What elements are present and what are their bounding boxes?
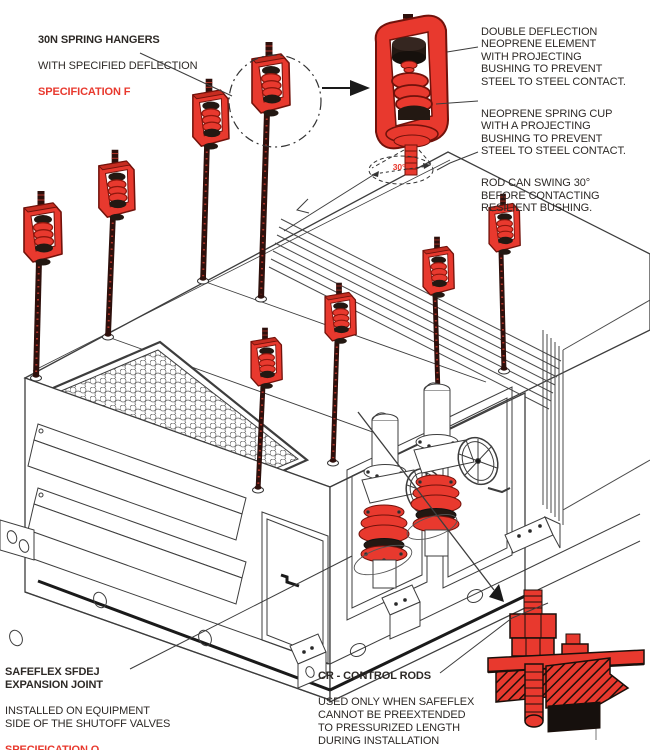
hanger-detail-callout [228,14,450,185]
callout-arrow [350,80,370,96]
spring-hanger [251,41,291,118]
shutoff-valve-right [410,382,511,557]
leader-spring-hangers [139,52,233,97]
note-double-deflection: DOUBLE DEFLECTION NEOPRENE ELEMENT WITH … [481,25,626,88]
spring-hanger-assembly [488,193,521,375]
spring-hanger-assembly [250,327,283,494]
mounting-bracket [289,633,327,689]
label-control-rods: CR - CONTROL RODS USED ONLY WHEN SAFEFLE… [318,657,474,750]
leader-expansion-joint [129,555,353,670]
detail-circle [228,54,322,148]
leader-control-rods [439,602,549,674]
spring-hanger-assembly [98,148,136,341]
expansion-joint-right [410,474,462,533]
louver-blade [27,423,247,541]
arrow-to-control-rod [357,411,495,591]
door-handle [280,573,300,588]
arrowhead [489,584,504,602]
spring-hanger-assembly [324,282,357,467]
control-rod-detail [487,589,645,740]
mounting-bracket [381,584,421,640]
expansion-joint-body: INSTALLED ON EQUIPMENT SIDE OF THE SHUTO… [5,705,171,730]
spring-hanger [98,148,136,222]
spring-hanger-assembly [251,41,291,303]
spring-hangers-spec: SPECIFICATION F [38,86,131,98]
leader-swing-arrowhead [296,198,310,214]
expansion-joint-left [358,504,410,563]
spring-hanger [192,77,230,151]
spring-hangers [23,41,521,494]
note-spring-cup: NEOPRENE SPRING CUP WITH A PROJECTING BU… [481,107,626,158]
leader-note-3 [436,151,479,171]
note-rod-swing: ROD CAN SWING 30° BEFORE CONTACTING RESI… [481,177,600,214]
detail-notes: DOUBLE DEFLECTION NEOPRENE ELEMENT WITH … [481,13,649,234]
hanger-rod [498,250,507,372]
hanger-rod [258,111,270,300]
base-rail [0,513,641,701]
valve-handwheel [457,436,511,494]
swing-angle-label: 30° [392,162,406,172]
spring-hangers-subtitle: WITH SPECIFIED DEFLECTION [38,60,198,72]
spring-hanger-assembly [192,77,230,285]
louver-face [24,377,331,701]
leader-note-1 [446,46,479,53]
louver-blade [27,487,247,605]
spring-hangers-title: 30N SPRING HANGERS [38,34,160,46]
label-expansion-joint: SAFEFLEX SFDEJ EXPANSION JOINT INSTALLED… [5,653,170,750]
hanger-rod [200,144,210,282]
spring-hanger-assembly [23,190,63,382]
leader-lines [129,46,549,674]
hanger-rod [432,293,441,394]
expansion-joint-spec: SPECIFICATION O [5,744,100,750]
leader-note-2 [435,100,479,105]
hanger-detail [368,14,450,185]
control-rods-body: USED ONLY WHEN SAFEFLEX CANNOT BE PREEXT… [318,696,475,747]
expansion-joint-title: SAFEFLEX SFDEJ EXPANSION JOINT [5,666,103,691]
label-spring-hangers: 30N SPRING HANGERS WITH SPECIFIED DEFLEC… [38,21,198,112]
mounting-bracket [0,519,35,561]
control-rods-title: CR - CONTROL RODS [318,670,431,682]
mounting-bracket [504,515,561,554]
leader-swing [283,171,379,232]
spring-hanger [23,190,63,267]
access-door [261,511,329,665]
